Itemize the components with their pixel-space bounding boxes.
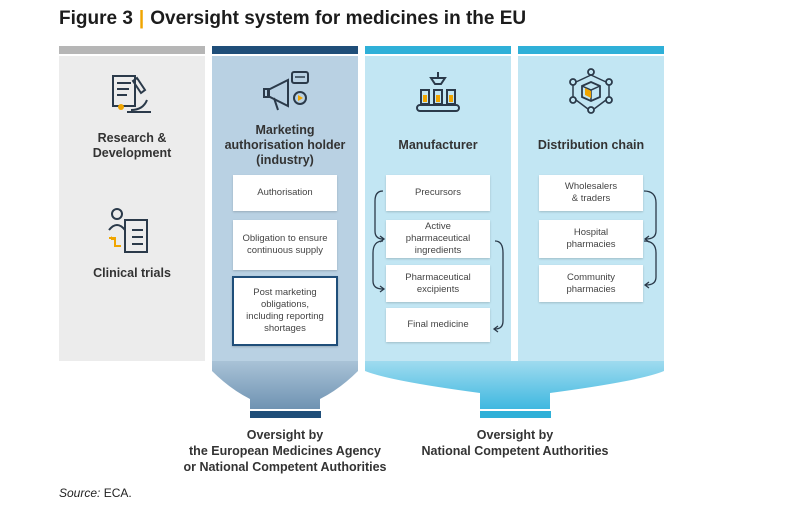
heading-clinical-trials: Clinical trials — [93, 266, 171, 280]
box-wholesalers: Wholesalers & traders — [539, 175, 643, 211]
column-top-bar — [59, 46, 205, 54]
flow-arrows-icon — [643, 190, 657, 289]
figure-title: Figure 3|Oversight system for medicines … — [59, 8, 526, 30]
caption-bar-right — [480, 411, 551, 418]
heading-line: Development — [92, 146, 172, 160]
box-active-ingredients: Active pharmaceutical ingredients — [386, 220, 490, 258]
column-top-bar — [365, 46, 511, 54]
box-excipients: Pharmaceutical excipients — [386, 265, 490, 302]
box-post-marketing-obligations: Post marketing obligations, including re… — [232, 276, 338, 346]
heading-marketing-authorisation-holder: Marketing authorisation holder (industry… — [212, 123, 358, 168]
box-community-pharmacies: Community pharmacies — [539, 265, 643, 302]
caption-line: Oversight by — [246, 428, 324, 442]
caption-bar-left — [250, 411, 321, 418]
oversight-caption-right: Oversight by National Competent Authorit… — [400, 427, 630, 459]
column-manufacturer: Manufacturer Precursors Active pharmaceu… — [365, 46, 511, 361]
column-top-bar — [518, 46, 664, 54]
column-marketing-authorisation-holder: Marketing authorisation holder (industry… — [212, 46, 358, 361]
column-distribution-chain: Distribution chain Wholesalers & traders… — [518, 46, 664, 361]
funnel-right — [365, 361, 664, 409]
title-separator: | — [138, 8, 145, 29]
heading-line: Research & — [97, 131, 167, 145]
box-continuous-supply: Obligation to ensure continuous supply — [233, 220, 337, 270]
heading-line: Marketing — [255, 123, 315, 137]
caption-line: National Competent Authorities — [421, 444, 609, 458]
caption-line: the European Medicines Agency — [189, 444, 381, 458]
source-note: Source: ECA. — [59, 486, 132, 500]
network-box-icon — [569, 68, 613, 114]
flow-arrows-icon — [372, 190, 504, 333]
caption-line: Oversight by — [476, 428, 554, 442]
heading-manufacturer: Manufacturer — [398, 138, 478, 152]
megaphone-icon — [263, 71, 309, 111]
clinical-trials-icon — [108, 208, 148, 253]
heading-line: (industry) — [256, 153, 314, 167]
caption-line: or National Competent Authorities — [183, 460, 387, 474]
source-label: Source: — [59, 486, 101, 500]
box-final-medicine: Final medicine — [386, 308, 490, 342]
box-precursors: Precursors — [386, 175, 490, 211]
figure-label: Figure 3 — [59, 8, 133, 29]
funnel-left — [212, 361, 358, 409]
column-top-bar — [212, 46, 358, 54]
factory-line-icon — [416, 72, 460, 112]
oversight-caption-left: Oversight by the European Medicines Agen… — [160, 427, 410, 475]
heading-research-development: Research & Development — [59, 131, 205, 161]
source-value: ECA. — [103, 486, 132, 500]
heading-line: authorisation holder — [224, 138, 346, 152]
box-authorisation: Authorisation — [233, 175, 337, 211]
column-research-development: Research & Development Clinical trials — [59, 46, 205, 361]
oversight-funnels — [212, 361, 664, 409]
figure-title-text: Oversight system for medicines in the EU — [150, 8, 527, 29]
box-hospital-pharmacies: Hospital pharmacies — [539, 220, 643, 258]
heading-distribution-chain: Distribution chain — [537, 138, 645, 152]
microscope-research-icon — [112, 75, 151, 113]
